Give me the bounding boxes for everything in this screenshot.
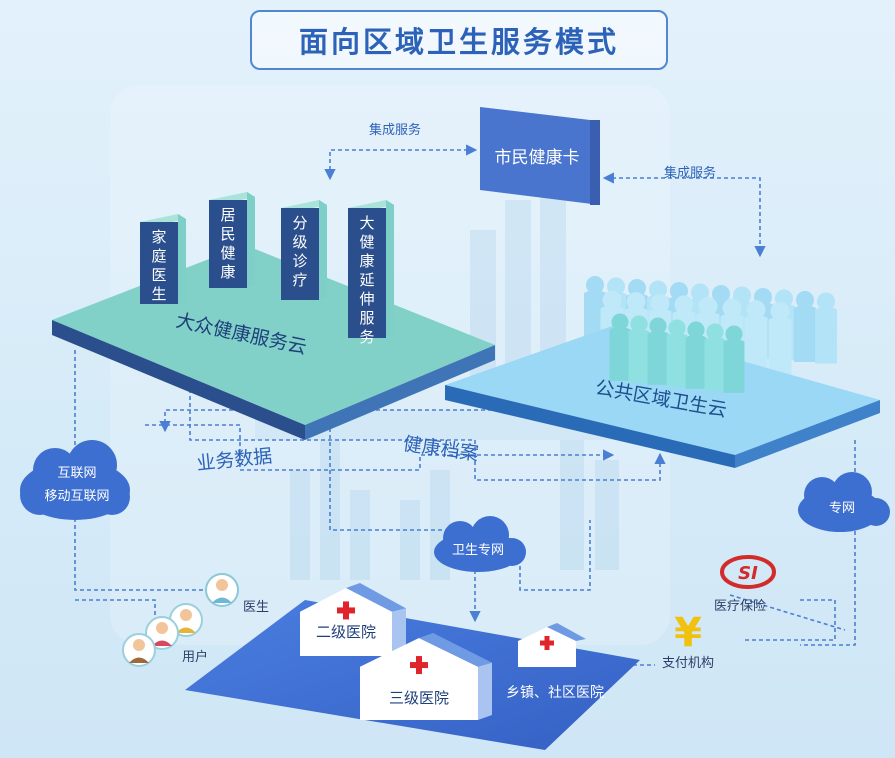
pillar-char: 服 xyxy=(359,309,374,327)
integration-service-left: 集成服务 xyxy=(369,122,421,138)
pillar-char: 延 xyxy=(359,271,374,289)
person-silhouette xyxy=(647,317,669,385)
pillar-char: 健 xyxy=(359,233,374,251)
pillar-char: 家 xyxy=(151,228,166,246)
person-silhouette xyxy=(666,319,688,387)
insurance-label: 医疗保险 xyxy=(714,599,766,614)
page-title: 面向区域卫生服务模式 xyxy=(298,25,619,59)
pillar-char: 疗 xyxy=(292,271,307,289)
line-health-network-right xyxy=(519,520,591,591)
pillar-char: 伸 xyxy=(359,290,374,308)
line-payment xyxy=(745,599,836,641)
pillar-char: 生 xyxy=(151,285,166,303)
title-box: 面向区域卫生服务模式 xyxy=(250,10,668,70)
community-hospital-label: 乡镇、社区医院 xyxy=(506,685,604,701)
line-health-network-up xyxy=(329,400,455,531)
line-internet-user xyxy=(75,599,156,625)
payment-institution: ¥ 支付机构 xyxy=(662,610,714,671)
person-silhouette xyxy=(685,321,707,389)
pillar-char: 康 xyxy=(220,263,235,281)
mobile-internet-label: 移动互联网 xyxy=(44,489,109,504)
health-private-network-label: 卫生专网 xyxy=(452,543,504,558)
person-silhouette xyxy=(609,313,631,381)
yen-icon: ¥ xyxy=(674,610,702,656)
user-label: 用户 xyxy=(182,649,208,665)
person-silhouette xyxy=(794,291,816,362)
line-private-network xyxy=(800,440,856,646)
private-network-label: 专网 xyxy=(829,501,855,516)
secondary-hospital-label: 二级医院 xyxy=(316,623,376,641)
crowd-foreground xyxy=(609,313,745,393)
pillar-char: 医 xyxy=(151,266,166,284)
tertiary-hospital: 三级医院 xyxy=(360,633,492,720)
pillar-char: 康 xyxy=(359,252,374,270)
pillar-char: 诊 xyxy=(292,252,307,270)
arrow-card-to-public-cloud xyxy=(324,144,478,181)
insurance-logo: SI xyxy=(738,563,758,584)
person-silhouette xyxy=(744,300,768,375)
pillar-char: 庭 xyxy=(151,247,166,265)
private-network-cloud: 专网 xyxy=(798,472,890,532)
person-silhouette xyxy=(628,315,650,383)
pillar-char: 分 xyxy=(292,214,307,232)
person-silhouette xyxy=(815,292,837,364)
payment-label: 支付机构 xyxy=(662,656,714,671)
medical-insurance: SI 医疗保险 xyxy=(714,555,776,614)
internet-label: 互联网 xyxy=(57,466,96,481)
pillar-char: 大 xyxy=(359,214,374,232)
arrow-card-to-regional-cloud xyxy=(602,172,766,258)
user-avatars: 用户 xyxy=(122,603,208,667)
pillar-char: 级 xyxy=(292,233,307,251)
secondary-hospital: 二级医院 xyxy=(300,583,406,656)
pillar-char: 健 xyxy=(220,244,235,262)
pillar-char: 务 xyxy=(359,328,374,346)
integration-service-right: 集成服务 xyxy=(664,165,716,181)
tertiary-hospital-label: 三级医院 xyxy=(389,689,449,707)
line-internet xyxy=(74,350,235,591)
person-silhouette xyxy=(768,301,792,377)
internet-cloud: 互联网 移动互联网 xyxy=(20,440,130,520)
regional-health-cloud-platform xyxy=(445,325,880,468)
person-silhouette xyxy=(723,325,745,393)
doctor-label: 医生 xyxy=(243,600,269,615)
doctor-avatar: 医生 xyxy=(205,573,269,615)
citizen-health-card[interactable]: 市民健康卡 xyxy=(480,107,600,205)
community-hospital: 乡镇、社区医院 xyxy=(506,623,604,701)
pillar-char: 民 xyxy=(220,225,235,243)
pillar-char: 居 xyxy=(220,206,235,224)
person-silhouette xyxy=(704,323,726,391)
line-insurance xyxy=(729,594,846,631)
citizen-card-label: 市民健康卡 xyxy=(495,148,580,167)
health-private-network-cloud: 卫生专网 xyxy=(434,516,526,572)
